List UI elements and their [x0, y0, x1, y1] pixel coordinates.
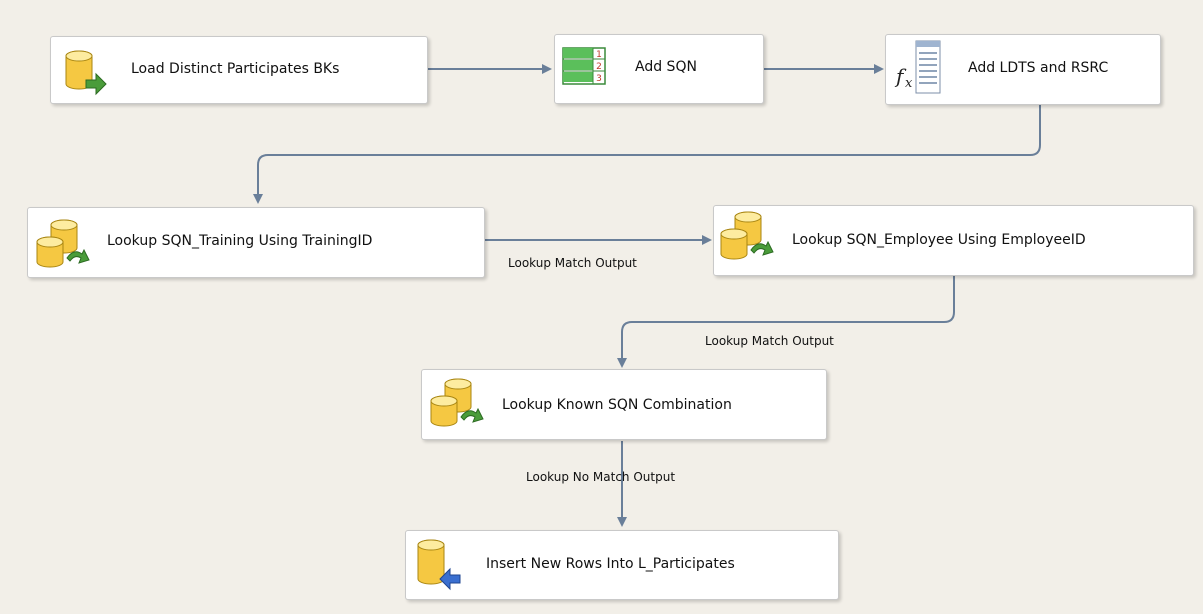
component-label: Lookup SQN_Training Using TrainingID: [107, 233, 373, 249]
component-add-sqn[interactable]: 1 2 3 Add SQN: [554, 34, 764, 104]
connector-label-lookup-match-output: Lookup Match Output: [508, 256, 637, 270]
component-label: Insert New Rows Into L_Participates: [486, 556, 735, 572]
component-label: Add LDTS and RSRC: [968, 60, 1109, 76]
component-insert-new-rows[interactable]: Insert New Rows Into L_Participates: [405, 530, 839, 600]
database-destination-icon: [416, 539, 462, 597]
path-add-ldts-to-lookup-training[interactable]: [253, 105, 1041, 204]
lookup-icon: [718, 210, 776, 266]
lookup-icon: [34, 218, 92, 274]
svg-text:3: 3: [596, 74, 602, 84]
svg-text:1: 1: [596, 50, 602, 60]
component-lookup-sqn-employee[interactable]: Lookup SQN_Employee Using EmployeeID: [713, 205, 1194, 276]
component-lookup-sqn-training[interactable]: Lookup SQN_Training Using TrainingID: [27, 207, 485, 278]
derived-column-icon: f x: [894, 39, 946, 101]
component-load-distinct-participates-bks[interactable]: Load Distinct Participates BKs: [50, 36, 428, 104]
component-label: Add SQN: [635, 59, 697, 75]
component-add-ldts-and-rsrc[interactable]: f x Add LDTS and RSRC: [885, 34, 1161, 105]
component-lookup-known-sqn-combination[interactable]: Lookup Known SQN Combination: [421, 369, 827, 440]
database-source-icon: [64, 50, 108, 100]
lookup-icon: [428, 377, 486, 433]
path-lookup-employee-to-lookup-known[interactable]: [617, 276, 955, 368]
connector-label-lookup-match-output: Lookup Match Output: [705, 334, 834, 348]
connector-label-lookup-no-match-output: Lookup No Match Output: [526, 470, 676, 484]
svg-text:x: x: [905, 76, 913, 91]
component-label: Lookup SQN_Employee Using EmployeeID: [792, 232, 1086, 248]
svg-text:2: 2: [596, 62, 602, 72]
row-number-icon: 1 2 3: [562, 47, 606, 89]
component-label: Lookup Known SQN Combination: [502, 397, 732, 413]
component-label: Load Distinct Participates BKs: [131, 61, 340, 77]
